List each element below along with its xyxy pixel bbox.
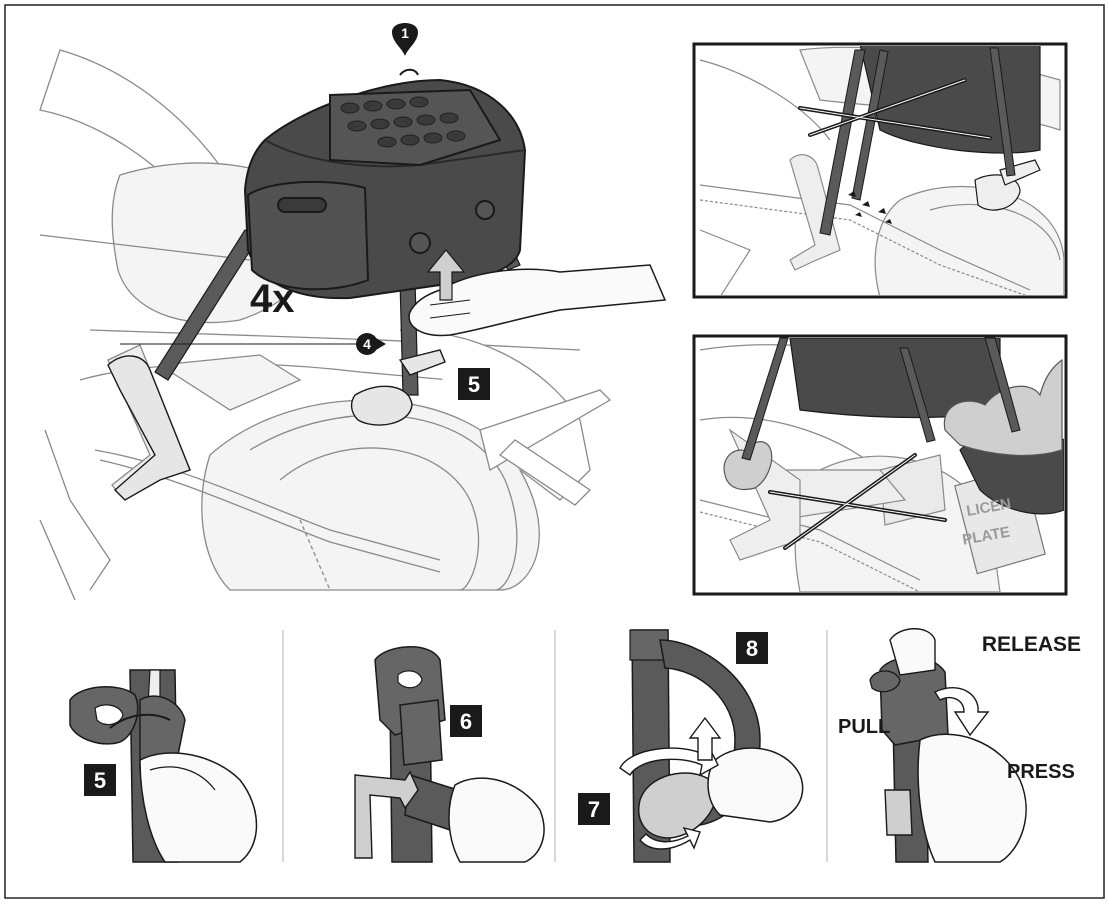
- inset-top: [692, 42, 1068, 299]
- svg-text:5: 5: [468, 372, 480, 397]
- loop-arrow-icon: [639, 826, 701, 850]
- step-badge: [450, 705, 482, 737]
- tail-bag: [243, 68, 527, 300]
- press-arrow-icon: [933, 687, 990, 737]
- lift-arrow-icon: [426, 249, 466, 301]
- heat-flames: [723, 358, 1063, 491]
- press-label: PRESS: [1007, 761, 1075, 783]
- svg-text:4: 4: [363, 336, 371, 352]
- step-badge: [736, 632, 768, 664]
- inset-bottom: LICEN PLATE: [692, 334, 1068, 596]
- step-badge: [84, 764, 116, 796]
- panel-release: RELEASE PULL PRESS: [838, 628, 1081, 863]
- wrap-arrow-icon: [619, 743, 719, 777]
- hand: [408, 264, 667, 337]
- step-number: 5: [94, 768, 106, 793]
- release-label: RELEASE: [982, 633, 1081, 656]
- tuck-arrow-icon: [688, 716, 722, 761]
- step-number: 8: [746, 636, 758, 661]
- hook-pegs: [107, 349, 446, 501]
- step-number: 7: [588, 797, 600, 822]
- panel-dividers: [282, 630, 828, 862]
- pull-label: PULL: [838, 716, 890, 738]
- multiplier-label: 4x: [250, 277, 295, 321]
- panel-step-7-8: 8 7: [578, 629, 804, 863]
- main-illustration: 4x 1 4 5: [39, 23, 667, 601]
- callout-top: 1: [392, 23, 418, 56]
- callout-strap: 4: [120, 333, 386, 355]
- svg-text:1: 1: [401, 25, 409, 41]
- step-badge: [578, 793, 610, 825]
- panel-step-5: 5: [69, 669, 258, 863]
- step-badge-main: 5: [458, 368, 490, 400]
- step-number: 6: [460, 709, 472, 734]
- panel-step-6: 6: [354, 646, 545, 863]
- bend-arrow-icon: [354, 770, 419, 859]
